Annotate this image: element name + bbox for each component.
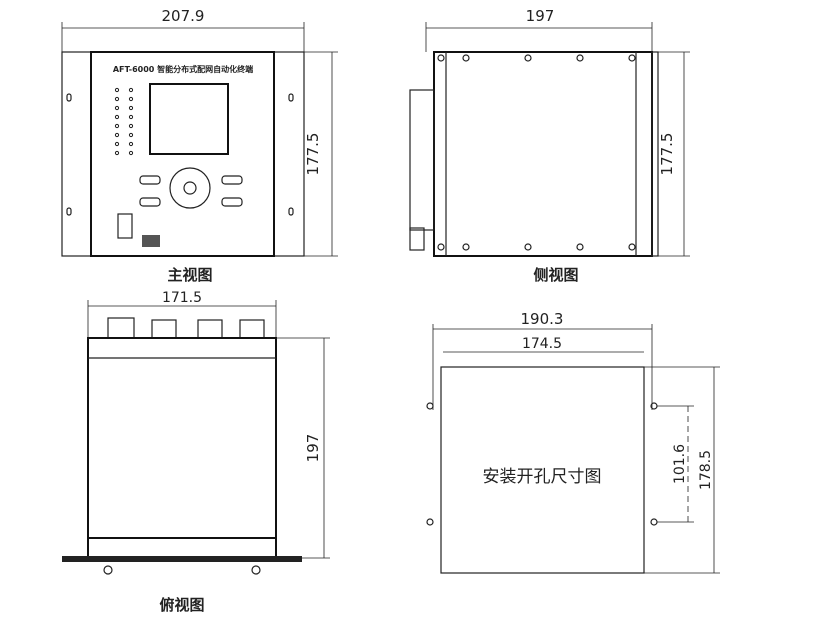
top-width-dim: 171.5 (162, 290, 202, 306)
product-title: AFT-6000 智能分布式配网自动化终端 (113, 64, 253, 74)
top-view-label: 俯视图 (159, 596, 204, 614)
side-height-dim: 177.5 (658, 133, 676, 176)
cutout-view-label: 安装开孔尺寸图 (483, 467, 602, 487)
cutout-view: 190.3 174.5 101.6 178.5 安装开孔尺寸图 (426, 310, 720, 574)
led-indicators (114, 87, 134, 156)
mounting-holes (426, 402, 658, 526)
hole-spacing-dim: 101.6 (672, 444, 688, 484)
lcd-screen (149, 83, 229, 155)
terminal-blocks (107, 317, 265, 339)
cutout-inner-width-dim: 174.5 (522, 336, 562, 352)
top-body (87, 337, 277, 559)
connector (409, 227, 425, 251)
front-view-label: 主视图 (167, 266, 212, 284)
front-view: 207.9 177.5 AFT-6000 智能分布式配网自动化终端 主视图 (61, 7, 338, 284)
top-flange (62, 556, 302, 562)
cutout-rectangle (440, 366, 645, 574)
front-panel-edge (409, 89, 435, 231)
screws (437, 54, 636, 251)
port (117, 213, 133, 239)
front-width-dim: 207.9 (162, 7, 205, 25)
side-width-dim: 197 (526, 7, 555, 25)
cutout-height-dim: 178.5 (698, 450, 714, 490)
front-height-dim: 177.5 (304, 133, 322, 176)
front-panel (90, 51, 275, 257)
keypad (117, 167, 243, 239)
side-panel (433, 51, 653, 257)
top-depth-dim: 197 (304, 434, 322, 463)
side-view-label: 侧视图 (533, 266, 578, 284)
company-logo (142, 235, 160, 247)
nav-pad (169, 167, 211, 209)
cutout-outer-width-dim: 190.3 (521, 310, 564, 328)
side-view: 197 177.5 侧视图 (409, 7, 690, 284)
top-view: 171.5 197 俯视图 (62, 290, 330, 614)
